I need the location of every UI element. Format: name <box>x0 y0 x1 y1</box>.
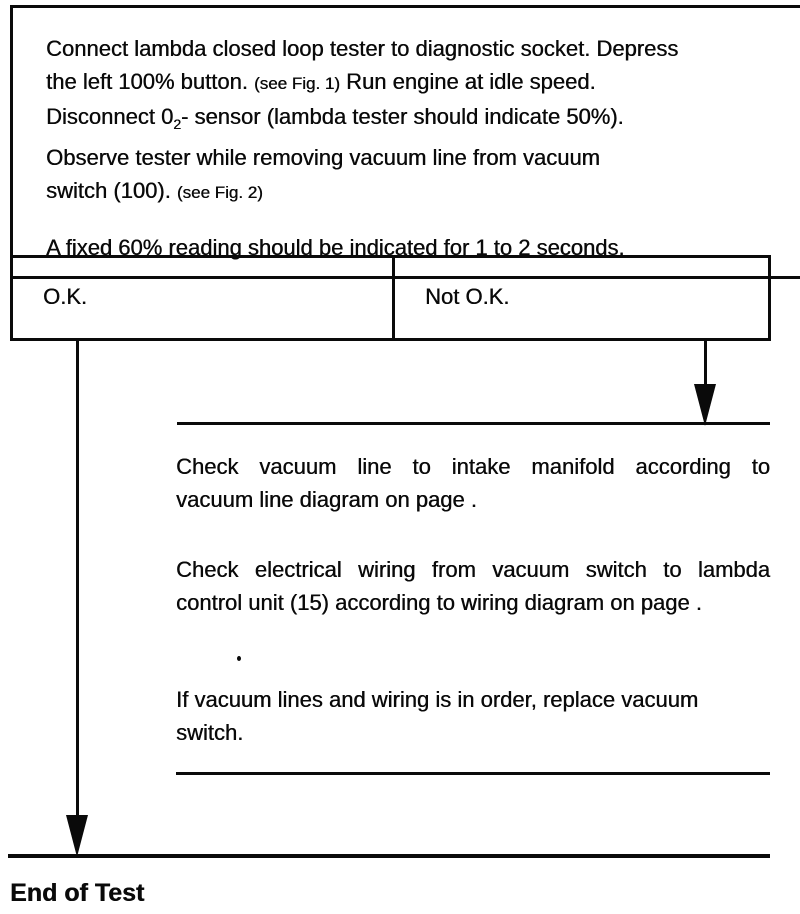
step-text: If vacuum lines and wiring is in order, … <box>176 687 699 712</box>
figure-reference: (see Fig. 1) <box>253 74 340 93</box>
end-of-test-label: End of Test <box>10 879 145 907</box>
figure-reference: (see Fig. 2) <box>176 183 263 202</box>
instruction-line: Connect lambda closed loop tester to dia… <box>46 32 800 65</box>
down-arrow-icon <box>66 815 88 857</box>
instruction-text: - sensor (lambda tester should indicate … <box>180 104 624 129</box>
not-ok-branch-cell: Not O.K. <box>395 258 768 338</box>
not-ok-label: Not O.K. <box>425 284 510 309</box>
step-paragraph: Check vacuum line to intake manifold acc… <box>176 450 770 516</box>
instruction-text: Connect lambda closed loop tester to dia… <box>46 36 679 61</box>
step-text: Check electrical wiring from vacuum swit… <box>176 557 770 582</box>
instruction-text: switch (100). <box>46 178 177 203</box>
instruction-text: the left 100% button. <box>46 69 254 94</box>
instruction-line: Observe tester while removing vacuum lin… <box>46 141 800 174</box>
instruction-line: switch (100). (see Fig. 2) <box>46 174 800 209</box>
step-text: vacuum line diagram on page . <box>176 487 477 512</box>
instruction-line: Disconnect 02- sensor (lambda tester sho… <box>46 100 800 141</box>
step-text: control unit (15) according to wiring di… <box>176 590 702 615</box>
end-of-test-line <box>8 854 770 858</box>
not-ok-steps: Check vacuum line to intake manifold acc… <box>176 450 770 749</box>
steps-bottom-divider <box>176 772 770 775</box>
instruction-box: Connect lambda closed loop tester to dia… <box>10 5 800 279</box>
instruction-text: Observe tester while removing vacuum lin… <box>46 145 600 170</box>
scan-artifact-dot <box>237 656 241 661</box>
subscript-two: 2 <box>173 116 181 132</box>
instruction-text: Disconnect 0 <box>46 104 174 129</box>
instruction-text: Run engine at idle speed. <box>339 69 596 94</box>
ok-branch-connector-line <box>76 341 79 819</box>
ok-label: O.K. <box>43 284 88 309</box>
instruction-line: the left 100% button. (see Fig. 1) Run e… <box>46 65 800 100</box>
ok-branch-cell: O.K. <box>13 258 395 338</box>
step-paragraph: Check electrical wiring from vacuum swit… <box>176 553 770 619</box>
outcome-row: O.K. Not O.K. <box>10 255 771 341</box>
down-arrow-icon <box>694 384 716 426</box>
step-text: Check vacuum line to intake manifold acc… <box>176 454 770 479</box>
steps-top-divider <box>177 422 770 425</box>
not-ok-branch-connector-line <box>704 341 707 389</box>
step-paragraph: If vacuum lines and wiring is in order, … <box>176 683 770 749</box>
step-text: switch. <box>176 720 244 745</box>
